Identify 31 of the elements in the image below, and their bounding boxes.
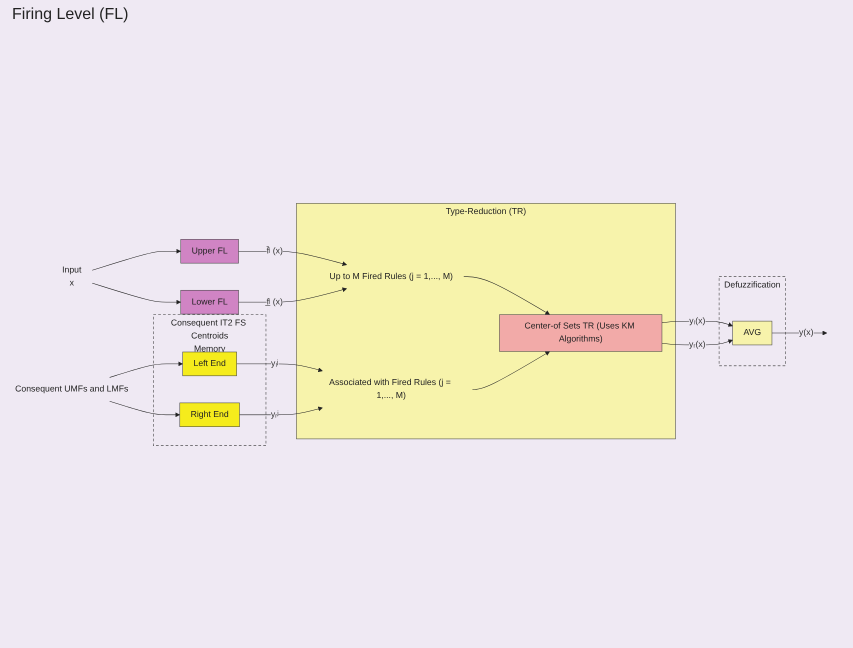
- node-box: Right End: [180, 402, 240, 426]
- edge-label: yₗ(x): [689, 316, 706, 325]
- edge-label: yᵣʲ: [270, 409, 279, 419]
- edge-label: f̲ʲ (x): [266, 296, 283, 306]
- edge-label: yₗʲ: [271, 358, 278, 368]
- arrow: [662, 338, 733, 345]
- arrow: [92, 282, 181, 304]
- node-box: AVG: [732, 320, 772, 345]
- arrow: [472, 350, 550, 390]
- edge-label: y(x): [799, 328, 814, 337]
- node-text: Consequent UMFs and LMFs: [15, 384, 128, 394]
- arrow: [239, 406, 323, 415]
- node-text: Associated with Fired Rules (j = 1,..., M): [329, 377, 451, 400]
- arrow: [464, 276, 550, 314]
- arrow: [109, 400, 180, 417]
- node-box: Left End: [182, 351, 237, 376]
- node-box: Lower FL: [180, 289, 239, 314]
- arrow: [662, 320, 733, 326]
- node-text: Up to M Fired Rules (j = 1,..., M): [329, 271, 453, 281]
- edge-label: f̄ʲ (x): [266, 246, 283, 256]
- node-box: Center-of Sets TR (Uses KM Algorithms): [499, 314, 662, 352]
- arrow: [92, 248, 181, 270]
- arrow: [236, 363, 323, 372]
- node-text: Input x: [62, 264, 82, 288]
- section-heading: Firing Level (FL): [12, 6, 128, 23]
- edge-label: yᵣ(x): [689, 340, 706, 349]
- arrow: [109, 361, 183, 378]
- arrow: [238, 286, 348, 302]
- node-box: Upper FL: [180, 238, 239, 263]
- arrow: [772, 330, 828, 335]
- arrow: [238, 250, 348, 266]
